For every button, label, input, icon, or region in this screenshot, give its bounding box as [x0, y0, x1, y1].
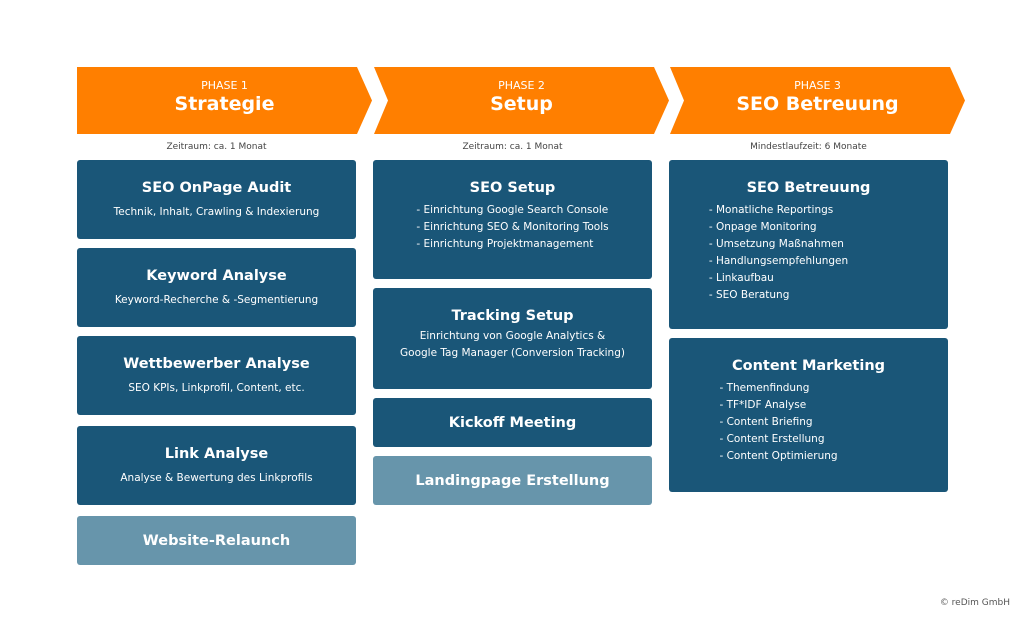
- seo-betreuung-box: SEO Betreuung - Monatliche Reportings - O…: [669, 160, 948, 329]
- box-subtitle: Analyse & Bewertung des Linkprofils: [120, 472, 313, 484]
- box-title: Website-Relaunch: [142, 532, 291, 549]
- phase-number: PHASE 3: [794, 79, 841, 92]
- copyright: © reDim GmbH: [939, 598, 1010, 608]
- landingpage-erstellung-box: Landingpage Erstellung: [373, 456, 652, 505]
- box-title: Kickoff Meeting: [448, 414, 577, 431]
- box-title: SEO Betreuung: [746, 180, 871, 196]
- box-title: Keyword Analyse: [146, 268, 287, 284]
- list-item: - SEO Beratung: [708, 289, 790, 301]
- phase-title: Setup: [490, 93, 553, 115]
- phase-number: PHASE 1: [201, 79, 248, 92]
- list-item: - Einrichtung SEO & Monitoring Tools: [416, 221, 609, 233]
- list-item: - Handlungsempfehlungen: [708, 255, 849, 267]
- list-item: - Onpage Monitoring: [708, 221, 817, 233]
- box-list: - Themenfindung - TF*IDF Analyse - Content…: [719, 380, 837, 465]
- list-item: - Linkaufbau: [708, 272, 774, 284]
- box-title: Wettbewerber Analyse: [123, 356, 310, 372]
- box-list: - Einrichtung Google Search Console - Ein…: [416, 202, 608, 253]
- box-subtitle: Technik, Inhalt, Crawling & Indexierung: [113, 206, 320, 218]
- box-title: Content Marketing: [731, 358, 886, 374]
- phase-number: PHASE 2: [498, 79, 545, 92]
- box-title: SEO Setup: [469, 180, 556, 196]
- list-item: - Content Briefing: [719, 416, 813, 428]
- website-relaunch-box: Website-Relaunch: [77, 516, 356, 565]
- box-title: SEO OnPage Audit: [141, 180, 292, 196]
- phase-3-period: Mindestlaufzeit: 6 Monate: [750, 142, 867, 152]
- phase-1-period: Zeitraum: ca. 1 Monat: [166, 142, 267, 152]
- list-item: - Themenfindung: [719, 382, 810, 394]
- phase-title: Strategie: [174, 93, 275, 115]
- list-item: - Monatliche Reportings: [708, 204, 834, 216]
- box-subtitle: Keyword-Recherche & -Segmentierung: [114, 294, 319, 306]
- seo-setup-box: SEO Setup - Einrichtung Google Search Co…: [373, 160, 652, 279]
- list-item: - Einrichtung Google Search Console: [416, 204, 609, 216]
- box-title: Link Analyse: [164, 446, 269, 462]
- list-item: - TF*IDF Analyse: [719, 399, 807, 411]
- box-subtitle-line: Einrichtung von Google Analytics &: [419, 330, 606, 342]
- list-item: - Umsetzung Maßnahmen: [708, 238, 844, 250]
- list-item: - Content Erstellung: [719, 433, 825, 445]
- box-subtitle-line: Google Tag Manager (Conversion Tracking): [400, 347, 625, 359]
- box-title: Tracking Setup: [451, 308, 574, 324]
- list-item: - Einrichtung Projektmanagement: [416, 238, 594, 250]
- list-item: - Content Optimierung: [719, 450, 838, 462]
- phase-2-period: Zeitraum: ca. 1 Monat: [462, 142, 563, 152]
- phase-title: SEO Betreuung: [736, 93, 899, 115]
- box-subtitle: SEO KPIs, Linkprofil, Content, etc.: [128, 382, 305, 394]
- box-list: - Monatliche Reportings - Onpage Monitori…: [709, 202, 848, 304]
- box-title: Landingpage Erstellung: [415, 472, 610, 489]
- kickoff-meeting-box: Kickoff Meeting: [373, 398, 652, 447]
- content-marketing-box: Content Marketing - Themenfindung - TF*ID…: [669, 338, 948, 492]
